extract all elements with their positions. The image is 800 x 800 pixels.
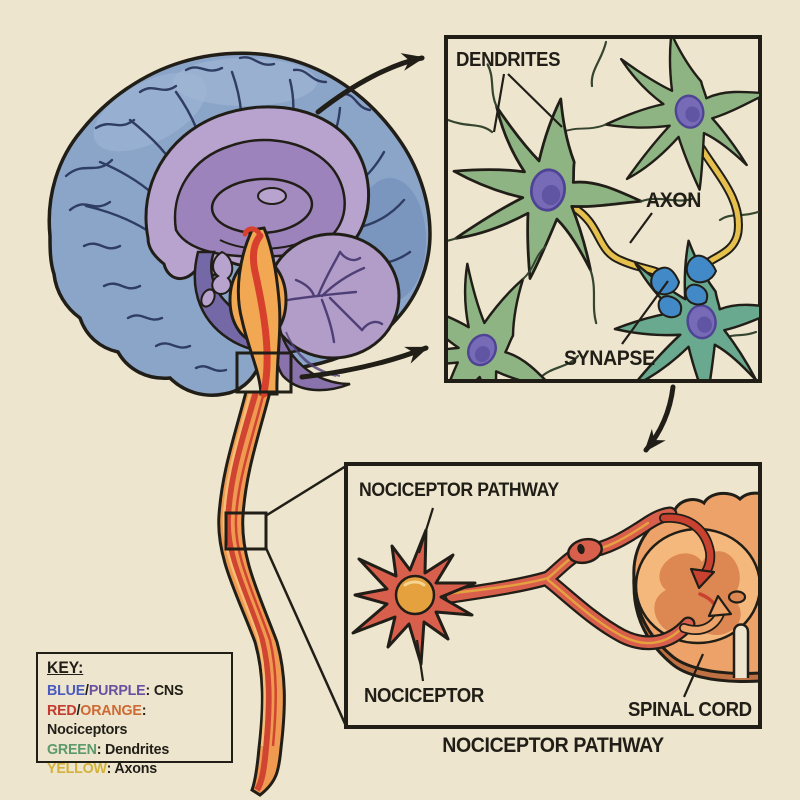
axon-label: AXON (646, 189, 701, 212)
key-title: KEY: (47, 659, 84, 677)
pathway-inset (344, 462, 762, 729)
key-row-dendrites: GREEN: Dendrites (47, 740, 170, 758)
axon-a (695, 141, 743, 269)
neuron-inset (444, 35, 762, 383)
neuron-a (562, 39, 759, 208)
arrow-neurons-to-pathway-icon (643, 384, 676, 453)
neuron-label-lines (492, 73, 669, 345)
nociceptor-pathway-title: NOCICEPTOR PATHWAY (359, 480, 559, 501)
ganglion (567, 537, 603, 565)
neuron-c (448, 235, 597, 379)
key-row-nociceptors: RED/ORANGE: Nociceptors (47, 701, 147, 739)
cerebellum (265, 232, 401, 392)
projection-lines (264, 464, 348, 727)
brainstem (228, 226, 288, 398)
key-term-red: RED (47, 701, 77, 719)
key-term-yellow: YELLOW (47, 760, 107, 777)
callout-arrows (299, 53, 429, 380)
pathway-caption: NOCICEPTOR PATHWAY (442, 734, 664, 757)
key-term-green: GREEN (47, 740, 97, 758)
spinal-cord (217, 390, 286, 797)
nociceptor-axon (418, 506, 696, 651)
neuron-d (602, 227, 759, 379)
synapse-label: SYNAPSE (564, 347, 655, 370)
neuron-b (448, 63, 693, 325)
key-term-purple: PURPLE (88, 682, 146, 699)
key-box: KEY: BLUE/PURPLE: CNS RED/ORANGE: Nocice… (36, 652, 233, 777)
key-term-orange: ORANGE (80, 701, 142, 719)
dendrites-label: DENDRITES (456, 49, 561, 71)
brain-illustration (47, 51, 432, 797)
cord-signal-arrows (659, 512, 733, 635)
nociceptor-cell (351, 528, 477, 666)
pathway-label-lines (415, 507, 705, 698)
spinal-cord-label: SPINAL CORD (628, 699, 752, 721)
nociceptor-label: NOCICEPTOR (364, 685, 484, 707)
axon-b (568, 202, 671, 282)
arrow-brain-to-neurons-icon (315, 53, 425, 115)
synapse (650, 254, 718, 319)
arrow-stem-to-neurons-icon (299, 345, 429, 380)
key-row-cns: BLUE/PURPLE: CNS (47, 682, 184, 699)
magnifier-rect-cord (224, 511, 268, 551)
key-term-blue: BLUE (47, 682, 86, 699)
key-row-axons: YELLOW: Axons (47, 760, 157, 777)
magnifier-rect-brainstem (235, 351, 293, 394)
